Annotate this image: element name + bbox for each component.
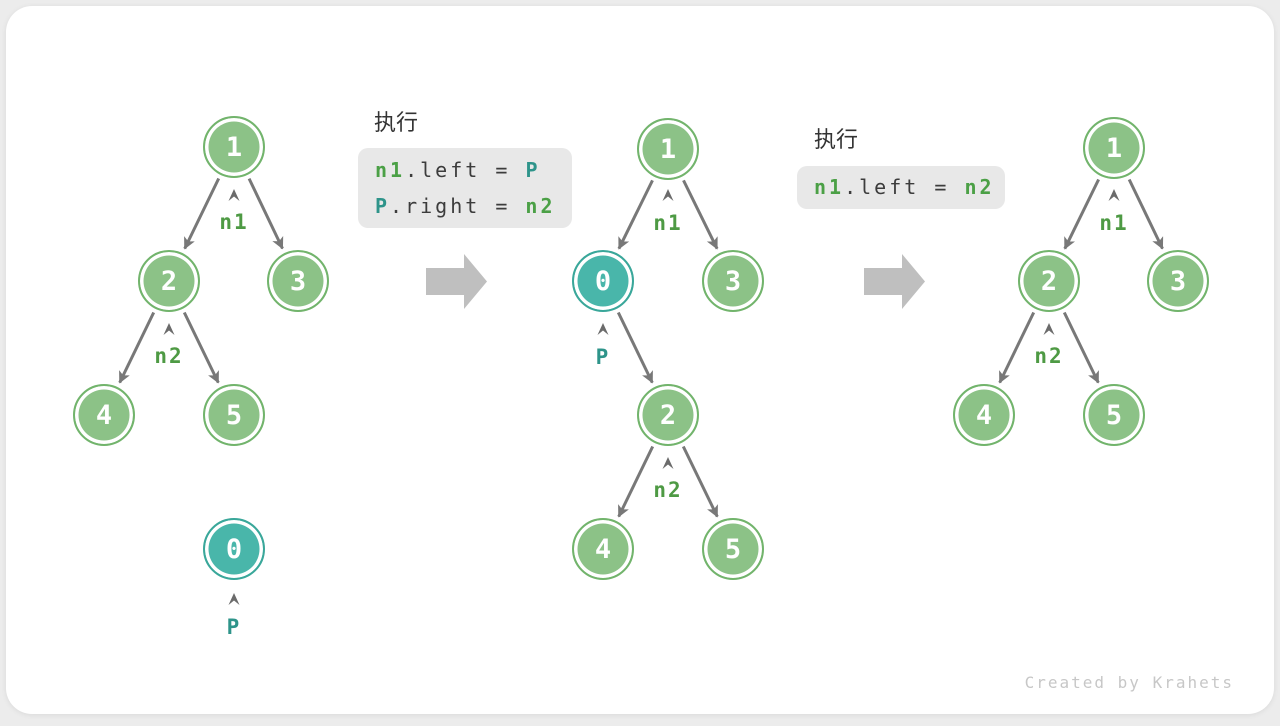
- diagram-canvas: [118, 177, 1164, 605]
- edge-1-3: [247, 177, 284, 250]
- code-attr: .left: [405, 158, 481, 182]
- code-var: n2: [964, 175, 995, 199]
- tree1-node-1: 1: [203, 116, 265, 178]
- up-arrow-icon: [1043, 323, 1055, 335]
- tree3-node-4: 4: [953, 384, 1015, 446]
- exec-label: 执行: [374, 110, 419, 135]
- tree2-edges: [616, 179, 719, 518]
- watermark-credit: Created by Krahets: [1024, 673, 1234, 692]
- up-arrow-icon: [228, 593, 240, 605]
- up-arrow-icon: [597, 323, 609, 335]
- tree1-node-3: 3: [267, 250, 329, 312]
- tree2-node-4: 4: [572, 518, 634, 580]
- exec-label: 执行: [814, 127, 859, 152]
- step-arrow-icon: [426, 254, 487, 309]
- tree3-edges: [998, 178, 1164, 384]
- up-arrow-icon: [163, 323, 175, 335]
- edge-2-5: [1062, 311, 1100, 384]
- tree3-node-5: 5: [1083, 384, 1145, 446]
- pointer-label-p: P: [595, 345, 611, 369]
- code-eq: =: [480, 194, 526, 218]
- step-arrow-icon: [864, 254, 925, 309]
- code-var: P: [525, 158, 541, 182]
- code-attr: .right: [390, 194, 481, 218]
- edge-2-4: [998, 311, 1036, 384]
- tree2-node-2: 2: [637, 384, 699, 446]
- tree1-node-0: 0: [203, 518, 265, 580]
- code-attr: .left: [844, 175, 920, 199]
- up-arrow-icon: [662, 189, 674, 201]
- edge-1-2: [1063, 178, 1100, 250]
- pointer-label-p: P: [226, 615, 242, 639]
- edge-1-2: [183, 177, 221, 250]
- pointer-label-n2: n2: [653, 478, 683, 502]
- tree1-edges: [118, 177, 284, 384]
- pointer-label-n1: n1: [219, 210, 249, 234]
- edge-2-5: [182, 311, 220, 384]
- pointer-label-n2: n2: [154, 344, 184, 368]
- code-var: n1: [375, 158, 406, 182]
- code-block-2: n1.left = n2: [797, 166, 1005, 209]
- edge-2-4: [118, 311, 156, 384]
- tree1-node-4: 4: [73, 384, 135, 446]
- up-arrow-icon: [228, 189, 240, 201]
- code-line: P.right = n2: [358, 188, 572, 224]
- code-var: P: [375, 194, 391, 218]
- tree3-node-2: 2: [1018, 250, 1080, 312]
- code-var: n1: [814, 175, 845, 199]
- code-line: n1.left = n2: [797, 166, 1005, 208]
- code-line: n1.left = P: [358, 152, 572, 188]
- edge-2-5: [681, 445, 719, 518]
- tree2-node-1: 1: [637, 118, 699, 180]
- up-arrow-icon: [662, 457, 674, 469]
- edge-0-2: [616, 311, 654, 384]
- code-block-1: n1.left = P P.right = n2: [358, 148, 572, 228]
- edge-1-3: [682, 179, 719, 250]
- tree3-node-1: 1: [1083, 117, 1145, 179]
- tree2-node-0: 0: [572, 250, 634, 312]
- tree1-node-5: 5: [203, 384, 265, 446]
- code-var: n2: [525, 194, 556, 218]
- edge-1-3: [1127, 178, 1164, 250]
- pointer-label-n2: n2: [1034, 344, 1064, 368]
- pointer-label-n1: n1: [653, 211, 683, 235]
- up-arrow-icon: [1108, 189, 1120, 201]
- tree3-node-3: 3: [1147, 250, 1209, 312]
- code-eq: =: [919, 175, 965, 199]
- diagram-card: 1 2 3 4 5 0 n1 n2 P 执行 n1.left = P P.rig…: [6, 6, 1274, 714]
- pointer-label-n1: n1: [1099, 211, 1129, 235]
- tree2-node-5: 5: [702, 518, 764, 580]
- edge-1-0: [617, 179, 654, 250]
- edge-2-4: [617, 445, 655, 518]
- tree1-node-2: 2: [138, 250, 200, 312]
- tree2-node-3: 3: [702, 250, 764, 312]
- code-eq: =: [480, 158, 526, 182]
